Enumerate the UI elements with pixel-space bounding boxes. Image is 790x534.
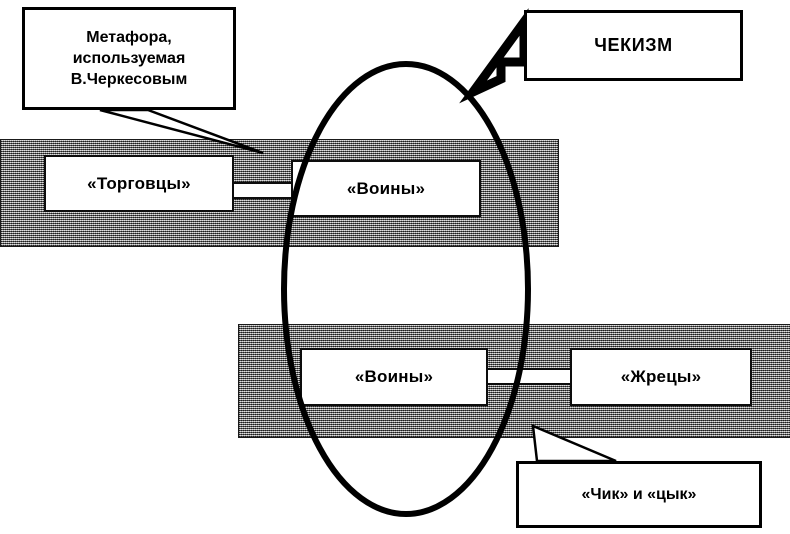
chekizm-callout-pointer [459,8,529,104]
node-warriors-top-label: «Воины» [346,178,426,198]
callout-chekizm[interactable]: ЧЕКИЗМ [524,10,743,81]
node-merchants[interactable]: «Торговцы» [44,155,234,212]
callout-chekizm-text: ЧЕКИЗМ [594,35,673,55]
callout-metaphor[interactable]: Метафора, используемая В.Черкесовым [22,7,236,110]
callout-metaphor-line3: В.Черкесовым [70,71,188,89]
callout-chik[interactable]: «Чик» и «цык» [516,461,762,528]
connector-merchants-warriors [228,182,296,199]
connector-warriors-priests [476,368,572,385]
callout-chik-text: «Чик» и «цык» [581,485,697,503]
callout-metaphor-line1: Метафора, [86,28,172,46]
node-warriors-top[interactable]: «Воины» [291,160,481,217]
callout-metaphor-line2: используемая [72,49,186,67]
callout-metaphor-text: Метафора, используемая В.Черкесовым [71,27,188,90]
node-priests-label: «Жрецы» [620,367,702,386]
node-warriors-bottom[interactable]: «Воины» [300,348,488,406]
node-priests[interactable]: «Жрецы» [570,348,752,406]
chekizm-ellipse-shape [281,61,531,517]
node-warriors-bottom-label: «Воины» [354,367,434,386]
node-merchants-label: «Торговцы» [87,173,191,193]
